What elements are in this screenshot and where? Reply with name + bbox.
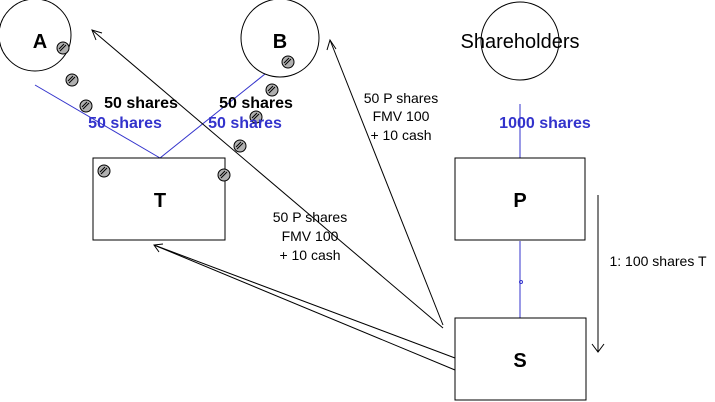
node-shareholders-label: Shareholders (461, 31, 580, 53)
node-s-box (454, 317, 587, 401)
arrow-s-to-a (91, 29, 444, 329)
crossed-circle-icon (56, 41, 70, 55)
node-s-label: S (513, 350, 526, 372)
node-labels: A B Shareholders T P S (33, 31, 580, 372)
to-a-label-line1: 50 P shares (273, 209, 347, 225)
crossed-circle-icon (79, 99, 93, 113)
transaction-arrows (91, 29, 605, 371)
b-shares-blue-label: 50 shares (208, 115, 282, 132)
share-count-labels: 50 shares 50 shares 50 shares 50 shares … (88, 95, 591, 132)
ownership-lines (34, 61, 523, 318)
to-a-label-line3: + 10 cash (279, 247, 340, 263)
arrow-s-to-b (329, 39, 444, 326)
crossed-circle-icon (217, 168, 231, 182)
entity-boxes (92, 157, 587, 401)
a-shares-blue-label: 50 shares (88, 115, 162, 132)
node-a-circle (0, 0, 72, 72)
node-p-label: P (513, 190, 526, 212)
node-a-label: A (33, 31, 47, 53)
node-p-box (454, 157, 586, 241)
arrowhead-step1 (591, 343, 605, 353)
arrowhead-t (153, 243, 164, 253)
crossed-circle-icon (249, 110, 263, 124)
node-t-box (92, 157, 226, 241)
transaction-labels: 50 P shares FMV 100 + 10 cash 50 P share… (273, 90, 707, 269)
arrowhead-a (91, 29, 103, 41)
to-b-label-line3: + 10 cash (370, 127, 431, 143)
crossed-circle-icon (281, 55, 295, 69)
node-b-label: B (273, 31, 287, 53)
line-p-to-s-marker (519, 280, 523, 284)
crossed-circle-icon (65, 73, 79, 87)
crossed-circle-icon (97, 164, 111, 178)
crossed-circle-icon (233, 139, 247, 153)
arrow-s-to-t-lower (153, 244, 456, 371)
arrow-s-to-t-upper (153, 244, 456, 359)
a-shares-black-label: 50 shares (104, 95, 178, 112)
arrowhead-b (326, 38, 337, 51)
p-shares-label: 1000 shares (499, 115, 591, 132)
entity-circles (0, 0, 560, 81)
line-a-to-t (34, 84, 161, 159)
step1-label: 1: 100 shares T (609, 253, 706, 269)
crossed-circle-icon (265, 83, 279, 97)
to-b-label-line2: FMV 100 (373, 108, 430, 124)
to-b-label-line1: 50 P shares (364, 90, 438, 106)
node-shareholders-circle (480, 1, 560, 81)
b-shares-black-label: 50 shares (219, 95, 293, 112)
node-t-label: T (154, 190, 166, 212)
share-tokens (56, 41, 295, 182)
line-b-to-t (159, 61, 281, 159)
to-a-label-line2: FMV 100 (282, 228, 339, 244)
node-b-circle (240, 0, 320, 78)
